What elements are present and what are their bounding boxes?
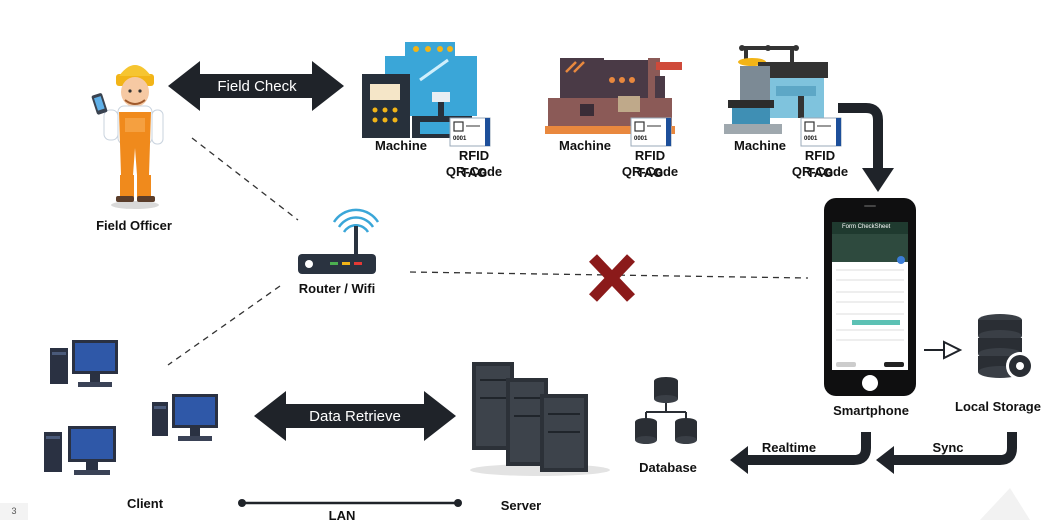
- router-label: Router / Wifi: [298, 281, 376, 296]
- field-check-arrow: [168, 61, 344, 111]
- sync-label: Sync: [932, 440, 964, 455]
- database-icon: [635, 377, 697, 444]
- machine-1-icon: [362, 42, 477, 138]
- rfid-tag-3-label: RFID TAG: [804, 148, 836, 180]
- machine-3-label: Machine: [733, 138, 786, 153]
- sync-arrow: [876, 432, 1017, 474]
- rfid-tag-2-label: RFID TAG: [634, 148, 666, 180]
- page-number: 3: [0, 503, 28, 520]
- realtime-arrow: [730, 432, 871, 474]
- local-storage-icon: [978, 314, 1034, 380]
- client-2-icon: [152, 394, 218, 441]
- lan-line: [238, 499, 462, 507]
- phone-screen-title: Form CheckSheet: [842, 224, 891, 230]
- rfid-tag-1-label: RFID TAG: [458, 148, 490, 180]
- qr-code-1-label: QR-Code: [445, 164, 503, 179]
- qr-code-3-label: QR-Code: [791, 164, 849, 179]
- lan-label: LAN: [328, 508, 356, 523]
- field-officer-icon: [91, 65, 164, 209]
- smartphone-label: Smartphone: [833, 403, 909, 418]
- client-1-icon: [50, 340, 118, 387]
- machine-3-icon: [724, 45, 828, 134]
- tag-3-code: 0001: [804, 136, 818, 142]
- tag-1-code: 0001: [453, 136, 467, 142]
- server-label: Server: [500, 498, 542, 513]
- data-retrieve-label: Data Retrieve: [309, 407, 401, 425]
- storage-arrow: [924, 340, 963, 360]
- scan-arrow: [838, 103, 894, 192]
- rfid-tag-2-icon: [630, 117, 672, 147]
- local-storage-label: Local Storage: [955, 399, 1041, 414]
- watermark-logo: [980, 488, 1030, 520]
- data-retrieve-arrow: [254, 391, 456, 441]
- machine-1-label: Machine: [374, 138, 427, 153]
- field-officer-label: Field Officer: [96, 218, 172, 233]
- rfid-tag-1-icon: [449, 117, 491, 147]
- rfid-tag-3-icon: [800, 117, 842, 147]
- database-label: Database: [639, 460, 697, 475]
- server-icon: [470, 362, 610, 476]
- field-check-label: Field Check: [217, 77, 297, 95]
- blocked-cross-icon: [589, 254, 635, 302]
- smartphone-icon: [824, 198, 916, 396]
- router-icon: [298, 208, 380, 274]
- machine-2-label: Machine: [558, 138, 611, 153]
- client-label: Client: [126, 496, 164, 511]
- client-3-icon: [44, 426, 116, 475]
- tag-2-code: 0001: [634, 136, 648, 142]
- qr-code-2-label: QR-Code: [621, 164, 679, 179]
- realtime-label: Realtime: [761, 440, 817, 455]
